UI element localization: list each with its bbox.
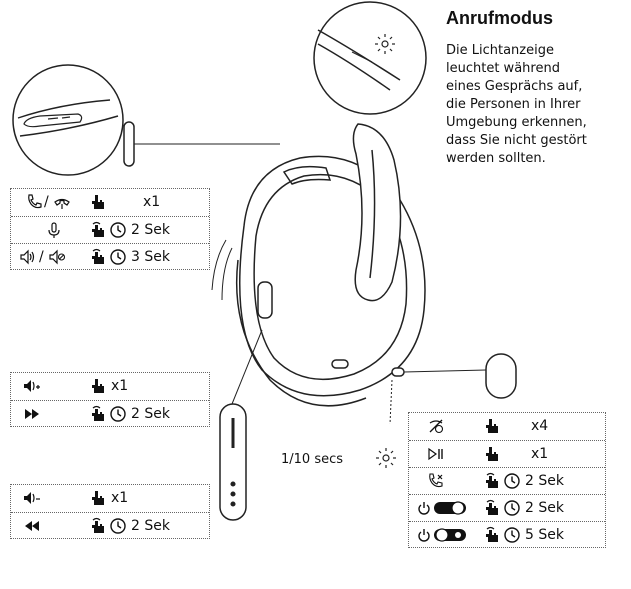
play-pause-row: x1 xyxy=(409,440,605,467)
light-indicator-icon xyxy=(375,34,395,54)
indicator-pill-top xyxy=(123,121,135,167)
press-label: x4 xyxy=(531,418,549,434)
reset-icon xyxy=(427,417,445,435)
clock-icon xyxy=(109,248,127,266)
speaker-mute-icon xyxy=(48,248,66,266)
clock-icon xyxy=(109,405,127,423)
power-button-pill xyxy=(485,353,517,399)
call-controls-box: / x1 2 Sek / 3 Sek xyxy=(10,188,210,270)
toggle-on-icon xyxy=(433,499,467,517)
light-blink-icon xyxy=(376,448,396,468)
mute-mic-row: 2 Sek xyxy=(11,216,209,243)
hand-hold-icon xyxy=(89,221,107,239)
power-icon xyxy=(415,499,433,517)
press-label: 2 Sek xyxy=(525,473,564,489)
clock-icon xyxy=(503,472,521,490)
light-blink-label: 1/10 secs xyxy=(281,452,344,467)
hang-up-icon xyxy=(53,193,71,211)
press-label: x1 xyxy=(531,446,549,462)
description-line: eines Gesprächs auf, xyxy=(446,79,583,94)
volume-down-controls-box: x1 2 Sek xyxy=(10,484,210,539)
press-label: 2 Sek xyxy=(131,222,170,238)
hand-press-icon xyxy=(89,489,107,507)
mode-heading: Anrufmodus xyxy=(446,8,553,28)
power-icon xyxy=(415,526,433,544)
volume-up-icon xyxy=(23,377,41,395)
volume-up-row: x1 xyxy=(11,373,209,399)
headset-body xyxy=(211,123,426,407)
description-line: die Personen in Ihrer xyxy=(446,97,581,112)
press-label: 2 Sek xyxy=(131,518,170,534)
phone-icon xyxy=(25,193,43,211)
hand-press-icon xyxy=(483,445,501,463)
fast-forward-icon xyxy=(23,405,41,423)
description-line: Umgebung erkennen, xyxy=(446,115,587,130)
volume-down-icon xyxy=(23,489,41,507)
next-track-row: 2 Sek xyxy=(11,400,209,427)
rewind-icon xyxy=(23,517,41,535)
press-label: 2 Sek xyxy=(131,406,170,422)
press-label: x1 xyxy=(111,378,129,394)
previous-track-row: 2 Sek xyxy=(11,512,209,539)
volume-rocker-pill xyxy=(219,403,247,521)
description-line: Die Lichtanzeige xyxy=(446,43,554,58)
hand-press-icon xyxy=(89,377,107,395)
play-pause-icon xyxy=(427,445,445,463)
description-line: leuchtet während xyxy=(446,61,560,76)
power-controls-box: x4 x1 2 Sek 2 Sek 5 Sek xyxy=(408,412,606,548)
press-label: 3 Sek xyxy=(131,249,170,265)
toggle-off-icon xyxy=(433,526,467,544)
clock-icon xyxy=(109,517,127,535)
clock-icon xyxy=(109,221,127,239)
speaker-mute-row: / 3 Sek xyxy=(11,243,209,270)
reject-call-row: 2 Sek xyxy=(409,467,605,494)
hand-hold-icon xyxy=(483,526,501,544)
description-line: dass Sie nicht gestört xyxy=(446,133,587,148)
hand-hold-icon xyxy=(483,472,501,490)
mode-description: Die Lichtanzeige leuchtet während eines … xyxy=(446,42,631,168)
zoom-circle-top-right xyxy=(313,1,427,115)
power-on-row: 2 Sek xyxy=(409,494,605,521)
volume-up-controls-box: x1 2 Sek xyxy=(10,372,210,427)
press-label: x1 xyxy=(143,194,161,210)
press-label: 2 Sek xyxy=(525,500,564,516)
clock-icon xyxy=(503,499,521,517)
answer-end-call-row: / x1 xyxy=(11,189,209,215)
pairing-row: 5 Sek xyxy=(409,521,605,548)
hand-hold-icon xyxy=(483,499,501,517)
hand-hold-icon xyxy=(89,517,107,535)
speaker-icon xyxy=(19,248,37,266)
volume-down-row: x1 xyxy=(11,485,209,511)
clock-icon xyxy=(503,526,521,544)
description-line: werden sollten. xyxy=(446,151,546,166)
zoom-circle-top-left xyxy=(12,64,124,176)
press-label: 5 Sek xyxy=(525,527,564,543)
factory-reset-row: x4 xyxy=(409,413,605,439)
microphone-icon xyxy=(45,221,63,239)
press-label: x1 xyxy=(111,490,129,506)
hand-press-icon xyxy=(483,417,501,435)
hand-press-icon xyxy=(89,193,107,211)
reject-call-icon xyxy=(427,472,445,490)
hand-hold-icon xyxy=(89,405,107,423)
hand-hold-icon xyxy=(89,248,107,266)
